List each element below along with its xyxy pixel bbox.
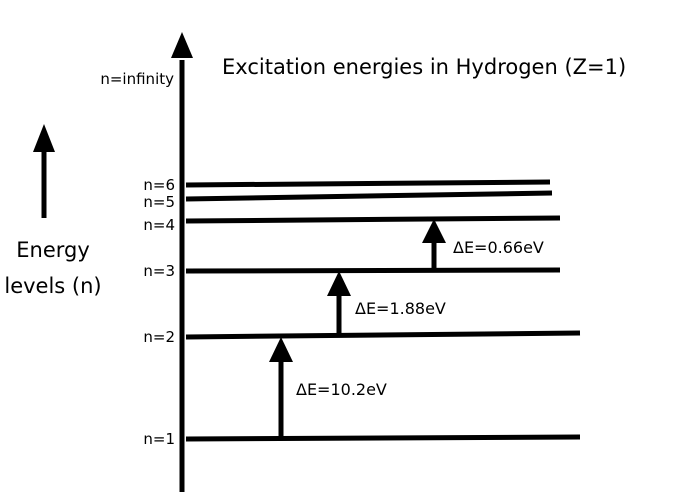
transition-arrowhead-1-2 — [269, 337, 293, 362]
transition-label-1-2: ΔE=10.2eV — [296, 380, 387, 399]
level-label-n3: n=3 — [143, 262, 175, 280]
side-label-line2: levels (n) — [4, 274, 101, 298]
level-label-n4: n=4 — [143, 216, 175, 234]
level-line-n5 — [185, 190, 553, 202]
energy-axis-arrowhead — [171, 32, 193, 58]
diagram-title: Excitation energies in Hydrogen (Z=1) — [222, 55, 626, 79]
transition-arrowhead-3-4 — [422, 219, 446, 243]
transition-arrowhead-2-3 — [327, 271, 351, 296]
level-line-n2 — [185, 330, 581, 340]
level-label-n6: n=6 — [143, 176, 175, 194]
level-line-n3 — [185, 267, 561, 274]
level-label-n5: n=5 — [143, 193, 175, 211]
level-label-n1: n=1 — [143, 430, 175, 448]
side-label-line1: Energy — [16, 238, 90, 262]
transition-label-3-4: ΔE=0.66eV — [453, 238, 544, 257]
side-up-arrow-icon — [33, 124, 55, 152]
transition-label-2-3: ΔE=1.88eV — [355, 299, 446, 318]
level-line-n4 — [185, 215, 561, 224]
level-label-n2: n=2 — [143, 328, 175, 346]
axis-top-label: n=infinity — [100, 70, 174, 88]
level-line-n6 — [185, 179, 551, 188]
level-line-n1 — [185, 434, 581, 442]
